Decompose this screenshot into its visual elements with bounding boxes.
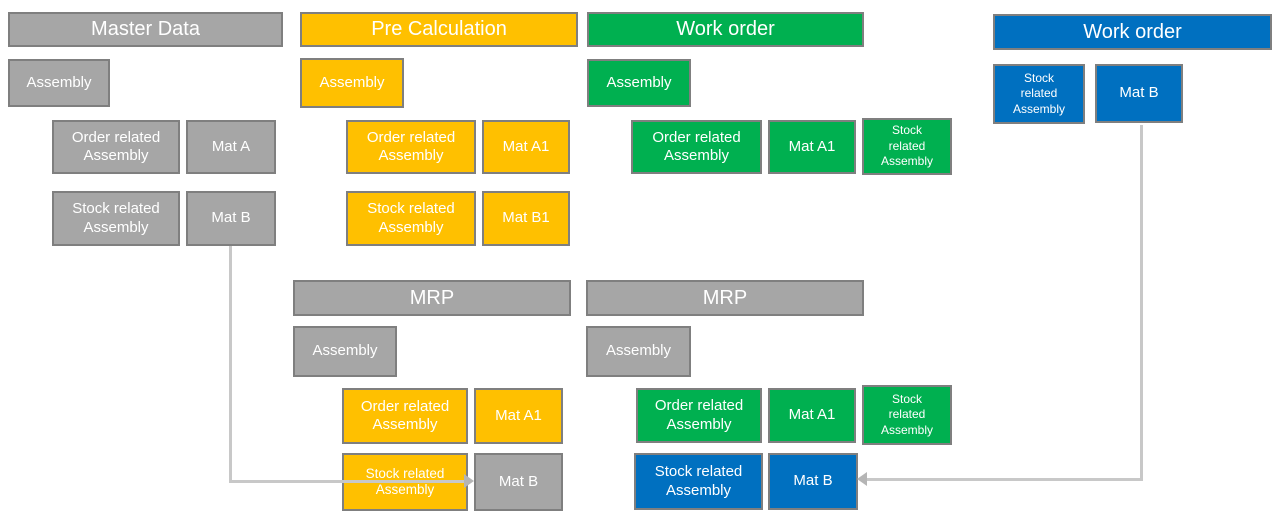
work-order-assembly-box: Assembly xyxy=(587,59,691,107)
master-data-mat-a-box: Mat A xyxy=(186,120,276,174)
mrp-pre-calculation-order-related-assembly-box: Order related Assembly xyxy=(342,388,468,444)
pre-calculation-stock-related-assembly-box: Stock related Assembly xyxy=(346,191,476,246)
connector-mat-b-arrowhead-icon xyxy=(464,474,474,488)
work-order-stock-header: Work order xyxy=(993,14,1272,50)
pre-calculation-mat-b1-box: Mat B1 xyxy=(482,191,570,246)
connector-blue-mat-b-arrowhead-icon xyxy=(857,472,867,486)
pre-calculation-order-related-assembly-box: Order related Assembly xyxy=(346,120,476,174)
work-order-header: Work order xyxy=(587,12,864,47)
connector-mat-b-vertical-line xyxy=(229,246,232,483)
mrp-pre-calculation-mat-b-box: Mat B xyxy=(474,453,563,511)
work-order-mat-a1-box: Mat A1 xyxy=(768,120,856,174)
master-data-order-related-assembly-box: Order related Assembly xyxy=(52,120,180,174)
pre-calculation-mat-a1-box: Mat A1 xyxy=(482,120,570,174)
work-order-stock-stock-related-assembly-box: Stock related Assembly xyxy=(993,64,1085,124)
mrp-pre-calculation-mat-a1-box: Mat A1 xyxy=(474,388,563,444)
mrp-work-order-mat-a1-box: Mat A1 xyxy=(768,388,856,443)
mrp-work-order-stock-related-assembly-green-box: Stock related Assembly xyxy=(862,385,952,445)
connector-mat-b-horizontal-line xyxy=(229,480,467,483)
mrp-pre-calculation-header: MRP xyxy=(293,280,571,316)
pre-calculation-assembly-box: Assembly xyxy=(300,58,404,108)
mrp-work-order-order-related-assembly-box: Order related Assembly xyxy=(636,388,762,443)
mrp-work-order-mat-b-box: Mat B xyxy=(768,453,858,510)
mrp-work-order-assembly-box: Assembly xyxy=(586,326,691,377)
mrp-work-order-header: MRP xyxy=(586,280,864,316)
master-data-assembly-box: Assembly xyxy=(8,59,110,107)
master-data-header: Master Data xyxy=(8,12,283,47)
master-data-stock-related-assembly-box: Stock related Assembly xyxy=(52,191,180,246)
work-order-stock-related-assembly-box: Stock related Assembly xyxy=(862,118,952,175)
work-order-stock-mat-b-box: Mat B xyxy=(1095,64,1183,123)
pre-calculation-header: Pre Calculation xyxy=(300,12,578,47)
connector-blue-mat-b-horizontal-line xyxy=(866,478,1143,481)
mrp-pre-calculation-assembly-box: Assembly xyxy=(293,326,397,377)
master-data-mat-b-box: Mat B xyxy=(186,191,276,246)
mrp-work-order-stock-related-assembly-blue-box: Stock related Assembly xyxy=(634,453,763,510)
work-order-order-related-assembly-box: Order related Assembly xyxy=(631,120,762,174)
connector-blue-mat-b-vertical-line xyxy=(1140,125,1143,481)
